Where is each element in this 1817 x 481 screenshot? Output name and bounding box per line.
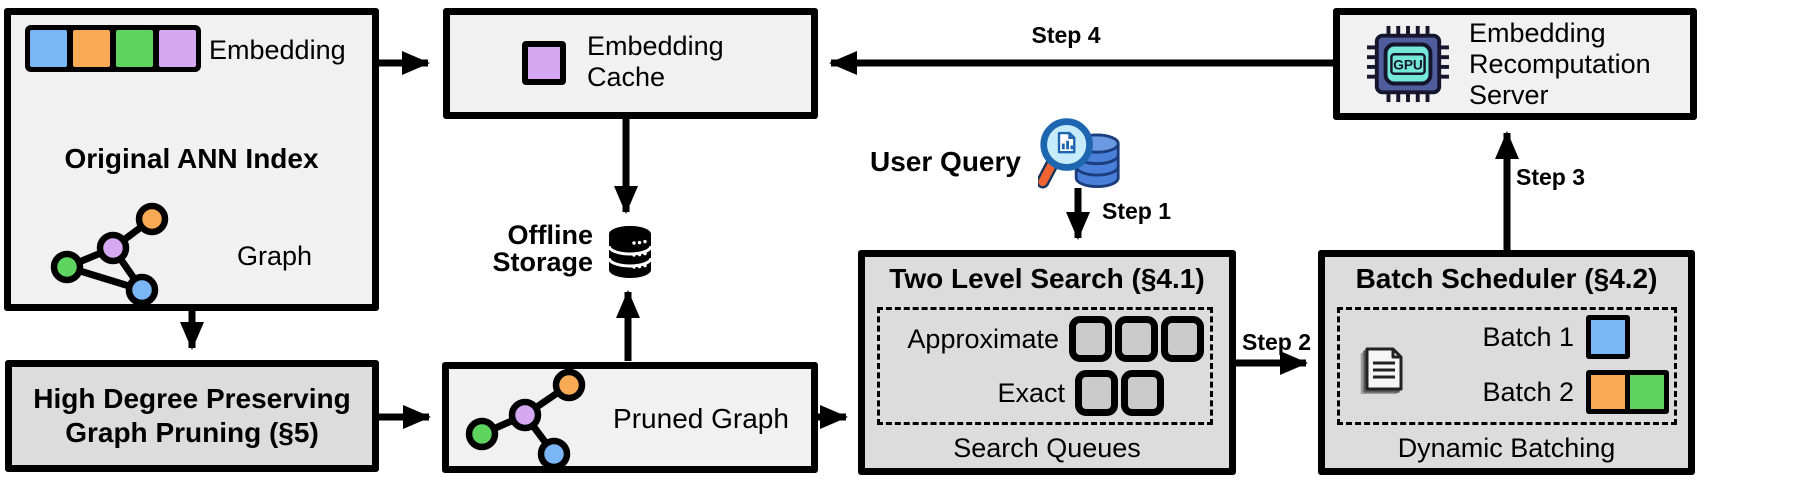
purple-square — [159, 30, 196, 67]
batch-2-row: Batch 2 — [1470, 369, 1669, 415]
graph-pruning-line1: High Degree Preserving — [33, 383, 351, 414]
search-queues-label: Search Queues — [953, 433, 1141, 463]
two-level-search-box: Two Level Search (§4.1) Approximate Exac… — [858, 250, 1236, 475]
approximate-queues — [1069, 316, 1204, 362]
two-level-search-title: Two Level Search (§4.1) — [889, 263, 1205, 294]
green-square — [1630, 375, 1664, 409]
queue-slot-square — [1115, 316, 1158, 362]
offline-storage-line1: Offline — [507, 220, 594, 250]
graph-pruning-box: High Degree Preserving Graph Pruning (§5… — [5, 360, 379, 472]
batch-scheduler-box: Batch Scheduler (§4.2) Batch 1 Batch 2 D… — [1318, 250, 1695, 475]
blue-square — [1591, 320, 1625, 354]
recomputation-server-box: GPU Embedding Recomputation Server — [1333, 8, 1697, 120]
exact-label: Exact — [997, 377, 1065, 408]
blue-graph-node — [537, 437, 571, 471]
orange-square — [73, 30, 110, 67]
batch-1-squares — [1586, 315, 1630, 359]
gpu-chip-icon: GPU — [1367, 25, 1449, 103]
queue-slot-square — [1121, 370, 1164, 416]
blue-graph-node — [125, 273, 159, 307]
exact-queue-row: Exact — [890, 370, 1204, 416]
queue-slot-square — [1075, 370, 1118, 416]
embedding-vector-strip — [25, 25, 201, 72]
server-line1: Embedding — [1469, 17, 1606, 48]
magnifier-database-icon — [1038, 118, 1120, 189]
step-3-label: Step 3 — [1516, 164, 1586, 190]
server-line3: Server — [1469, 79, 1549, 110]
recomputation-server-label: Embedding Recomputation Server — [1469, 18, 1651, 111]
documents-icon — [1360, 347, 1403, 394]
batch-scheduler-title: Batch Scheduler (§4.2) — [1355, 263, 1658, 294]
gpu-text: GPU — [1393, 57, 1423, 72]
purple-graph-node — [508, 398, 542, 432]
green-graph-node — [465, 417, 499, 451]
orange-graph-node — [552, 368, 586, 402]
embedding-cache-line2: Cache — [587, 62, 666, 92]
green-square — [116, 30, 153, 67]
dynamic-batching-region: Batch 1 Batch 2 — [1337, 307, 1677, 425]
queue-slot-square — [1161, 316, 1204, 362]
embedding-cache-line1: Embedding — [587, 31, 724, 61]
embedding-cache-label: Embedding Cache — [587, 31, 724, 93]
original-graph-icon — [50, 202, 169, 307]
orange-graph-node — [135, 202, 169, 236]
step-1-label: Step 1 — [1102, 198, 1172, 224]
batch-1-label: Batch 1 — [1482, 321, 1574, 352]
green-graph-node — [50, 250, 84, 284]
step-2-label: Step 2 — [1241, 329, 1312, 355]
offline-storage-label: Offline Storage — [428, 222, 593, 276]
pruned-graph-icon — [465, 368, 586, 471]
queue-slot-square — [1069, 316, 1112, 362]
blue-square — [30, 30, 67, 67]
approximate-label: Approximate — [907, 323, 1059, 354]
user-query-label: User Query — [870, 146, 1021, 177]
batch-2-label: Batch 2 — [1482, 376, 1574, 407]
batch-1-row: Batch 1 — [1470, 314, 1630, 360]
dynamic-batching-label: Dynamic Batching — [1397, 433, 1616, 463]
cached-embedding-square — [522, 41, 566, 85]
step-4-label: Step 4 — [1031, 22, 1101, 48]
embedding-cache-box: Embedding Cache — [443, 8, 818, 119]
embedding-label: Embedding — [209, 35, 346, 65]
approximate-queue-row: Approximate — [890, 316, 1204, 362]
original-ann-index-title: Original ANN Index — [64, 143, 319, 174]
orange-square — [1591, 375, 1625, 409]
graph-label: Graph — [237, 241, 313, 271]
graph-pruning-line2: Graph Pruning (§5) — [65, 417, 319, 448]
database-icon — [607, 226, 653, 278]
purple-graph-node — [96, 231, 130, 265]
pruned-graph-box: Pruned Graph — [442, 362, 818, 473]
original-ann-index-box: Embedding Original ANN Index Graph — [4, 8, 379, 311]
server-line2: Recomputation — [1469, 48, 1651, 79]
search-queues-region: Approximate Exact — [877, 307, 1213, 425]
pruned-graph-label: Pruned Graph — [613, 403, 789, 434]
batch-2-squares — [1586, 370, 1669, 414]
offline-storage-line2: Storage — [492, 247, 593, 277]
exact-queues — [1075, 370, 1164, 416]
